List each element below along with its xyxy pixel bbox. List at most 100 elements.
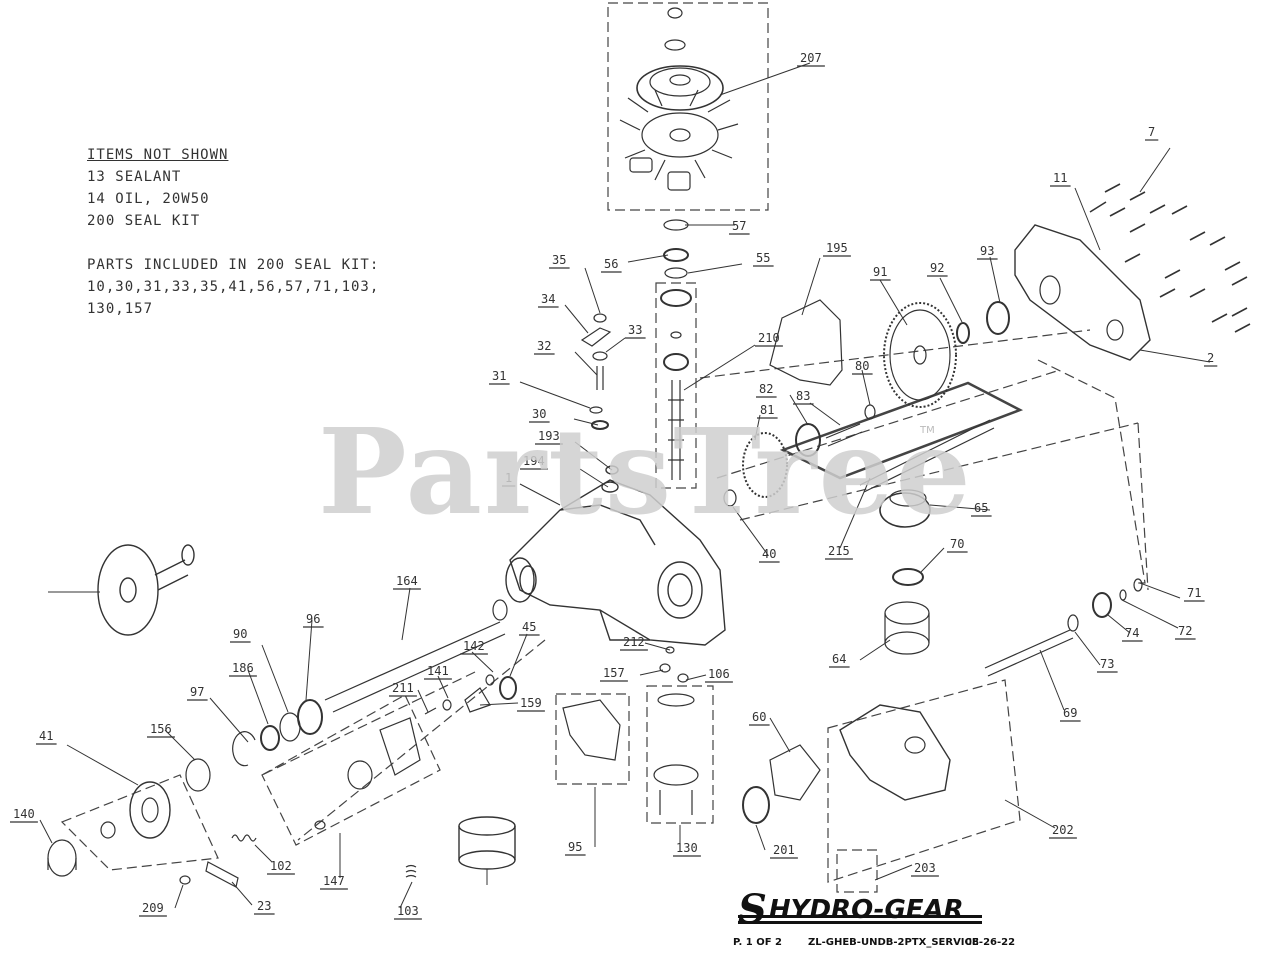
seal-30 bbox=[591, 420, 609, 430]
callout-60: 60 bbox=[752, 710, 766, 724]
filter-203 bbox=[653, 764, 699, 786]
callout-164: 164 bbox=[396, 574, 418, 588]
spring-147 bbox=[405, 864, 417, 878]
cam-211 bbox=[347, 760, 373, 790]
pistons-64 bbox=[769, 744, 821, 801]
o-ring-203 bbox=[657, 693, 695, 707]
dash-link-1 bbox=[699, 329, 1091, 379]
callout-92: 92 bbox=[930, 261, 944, 275]
note-item-200: 200 SEAL KIT bbox=[87, 213, 201, 229]
callout-81: 81 bbox=[760, 403, 774, 417]
callout-209: 209 bbox=[142, 901, 164, 915]
callout-33: 33 bbox=[628, 323, 642, 337]
cover-195 bbox=[769, 299, 843, 386]
logo-rule-1 bbox=[738, 915, 982, 918]
callout-35: 35 bbox=[552, 253, 566, 267]
bolts-7 bbox=[1089, 183, 1251, 333]
callout-210: 210 bbox=[758, 331, 780, 345]
callout-31: 31 bbox=[492, 369, 506, 383]
dash-link-3 bbox=[739, 422, 1139, 521]
callout-71: 71 bbox=[1187, 586, 1201, 600]
dash-link-5 bbox=[297, 639, 546, 841]
partstree-watermark: PartsTree bbox=[318, 402, 973, 541]
leader-lines bbox=[39, 62, 1211, 909]
ring-31 bbox=[589, 406, 603, 414]
spring-159 bbox=[231, 834, 257, 842]
ring-40 bbox=[879, 489, 931, 528]
group-boxes bbox=[60, 2, 1149, 893]
drawing-code: ZL-GHEB-UNDB-2PTX_SERVICE bbox=[808, 937, 979, 948]
bearing-95 bbox=[297, 699, 323, 735]
washer-211 bbox=[314, 820, 326, 830]
dash-link-4 bbox=[1137, 422, 1149, 591]
fan-pulley-207 bbox=[619, 7, 739, 191]
pinion-82 bbox=[795, 423, 821, 457]
ring-186 bbox=[185, 758, 211, 792]
seal-65 bbox=[892, 568, 924, 586]
callout-70: 70 bbox=[950, 537, 964, 551]
main-housing-1 bbox=[505, 465, 726, 646]
callout-7: 7 bbox=[1148, 125, 1155, 139]
box-207-fan bbox=[607, 2, 769, 211]
callout-212: 212 bbox=[623, 635, 645, 649]
port-201 bbox=[904, 736, 926, 754]
callout-159: 159 bbox=[520, 696, 542, 710]
callout-41: 41 bbox=[39, 729, 53, 743]
plate-211 bbox=[379, 717, 421, 776]
callout-65: 65 bbox=[974, 501, 988, 515]
callout-207: 207 bbox=[800, 51, 822, 65]
callout-45: 45 bbox=[522, 620, 536, 634]
bolts-203 bbox=[659, 790, 693, 815]
shaft-83 bbox=[825, 423, 863, 447]
seal-kit-line-1: 10,30,31,33,35,41,56,57,71,103, bbox=[87, 279, 380, 295]
lever-34 bbox=[580, 327, 612, 347]
box-203-filter bbox=[646, 685, 714, 824]
page-number: P. 1 OF 2 bbox=[733, 937, 782, 948]
cap-156 bbox=[47, 839, 77, 877]
callout-64: 64 bbox=[832, 652, 846, 666]
hydro-gear-logo-text: HYDRO-GEAR bbox=[768, 895, 964, 925]
hydro-gear-logo-symbol: S bbox=[738, 886, 767, 933]
washer-164 bbox=[279, 712, 301, 742]
callout-95: 95 bbox=[568, 840, 582, 854]
box-97-hub bbox=[60, 774, 219, 871]
washer-80 bbox=[723, 489, 737, 507]
washer-35 bbox=[593, 313, 607, 323]
plug-130b bbox=[677, 673, 689, 683]
seal-96 bbox=[260, 725, 280, 751]
callout-57: 57 bbox=[732, 219, 746, 233]
washer-140 bbox=[485, 674, 495, 686]
box-202-valves bbox=[836, 849, 878, 893]
box-215-axle bbox=[779, 381, 1024, 480]
callout-80: 80 bbox=[855, 359, 869, 373]
seal-kit-title: PARTS INCLUDED IN 200 SEAL KIT: bbox=[87, 257, 380, 273]
callout-30: 30 bbox=[532, 407, 546, 421]
callout-147: 147 bbox=[323, 874, 345, 888]
cylinder-block-69 bbox=[884, 601, 930, 655]
axle-212 bbox=[324, 599, 508, 713]
parts bbox=[47, 7, 1251, 888]
callout-141: 141 bbox=[427, 664, 449, 678]
callout-91: 91 bbox=[873, 265, 887, 279]
callout-55: 55 bbox=[756, 251, 770, 265]
end-cover-bore-2 bbox=[1106, 319, 1124, 341]
callout-193: 193 bbox=[538, 429, 560, 443]
callout-32: 32 bbox=[537, 339, 551, 353]
callout-156: 156 bbox=[150, 722, 172, 736]
plug-157 bbox=[665, 646, 675, 654]
callout-140: 140 bbox=[13, 807, 35, 821]
end-cover-2 bbox=[1014, 224, 1151, 361]
bracket-106 bbox=[562, 699, 621, 761]
box-40-ring bbox=[1037, 359, 1146, 584]
ring-55 bbox=[664, 267, 688, 279]
drawing-date: 08-26-22 bbox=[965, 937, 1016, 948]
callout-40: 40 bbox=[762, 547, 776, 561]
hub-97 bbox=[100, 781, 171, 839]
callout-195: 195 bbox=[826, 241, 848, 255]
callout-96: 96 bbox=[306, 612, 320, 626]
callout-202: 202 bbox=[1052, 823, 1074, 837]
end-cover-bore bbox=[1039, 275, 1061, 305]
callout-211: 211 bbox=[392, 681, 414, 695]
center-section-201 bbox=[839, 704, 951, 801]
